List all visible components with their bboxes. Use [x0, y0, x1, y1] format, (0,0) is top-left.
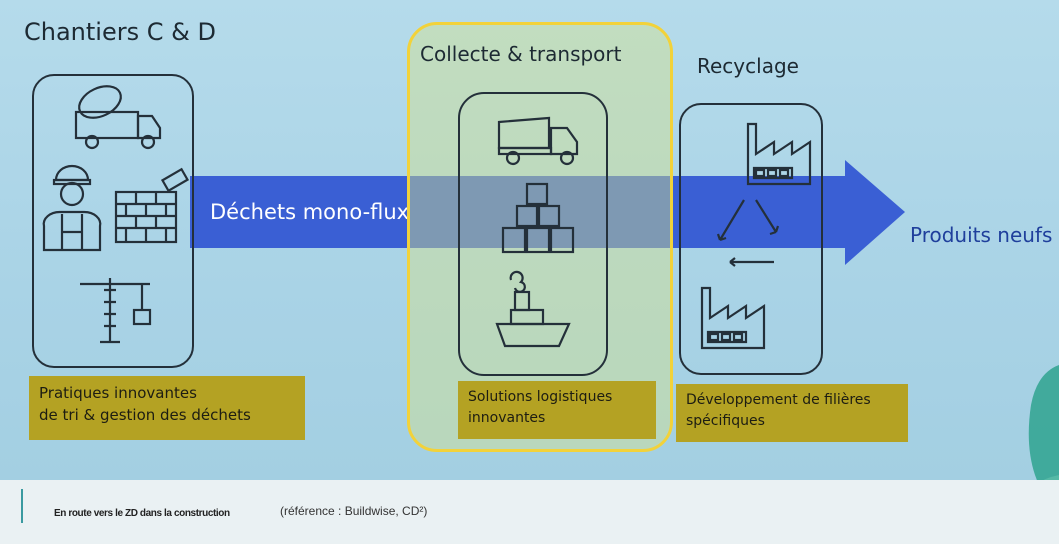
recyclage-title: Recyclage — [697, 54, 799, 78]
output-label: Produits neufs — [910, 223, 1053, 247]
footer — [0, 480, 1059, 544]
brick-wall-icon — [114, 167, 190, 244]
worker-icon — [42, 164, 102, 252]
chantiers-box — [32, 74, 194, 368]
collecte-title: Collecte & transport — [420, 42, 622, 66]
cargo-ship-icon — [495, 270, 571, 348]
recyclage-note: Développement de filières spécifiques — [676, 384, 908, 442]
chantiers-note-line-2: de tri & gestion des déchets — [39, 406, 251, 424]
footer-accent-bar — [21, 489, 23, 523]
collecte-note-line-2: innovantes — [468, 410, 546, 426]
dump-truck-icon — [497, 116, 579, 166]
chantiers-note: Pratiques innovantes de tri & gestion de… — [29, 376, 305, 440]
collecte-box — [458, 92, 608, 376]
factory-icon-2 — [700, 286, 766, 350]
factory-icon — [746, 122, 812, 186]
recyclage-note-line-1: Développement de filières — [686, 392, 871, 408]
recyclage-box — [679, 103, 823, 375]
chantiers-title: Chantiers C & D — [24, 18, 216, 46]
collecte-note-line-1: Solutions logistiques — [468, 389, 613, 405]
flow-label: Déchets mono-flux — [210, 200, 410, 224]
collecte-note: Solutions logistiques innovantes — [458, 381, 656, 439]
recycle-icon — [716, 199, 780, 267]
concrete-mixer-truck-icon — [74, 85, 162, 150]
crane-icon — [80, 278, 152, 344]
chantiers-note-line-1: Pratiques innovantes — [39, 384, 197, 402]
stacked-boxes-icon — [501, 182, 575, 254]
footer-reference: (référence : Buildwise, CD²) — [280, 504, 428, 518]
recyclage-note-line-2: spécifiques — [686, 413, 765, 429]
slide: Déchets mono-flux Produits neufs Chantie… — [0, 0, 1059, 480]
footer-title: En route vers le ZD dans la construction — [54, 508, 230, 519]
